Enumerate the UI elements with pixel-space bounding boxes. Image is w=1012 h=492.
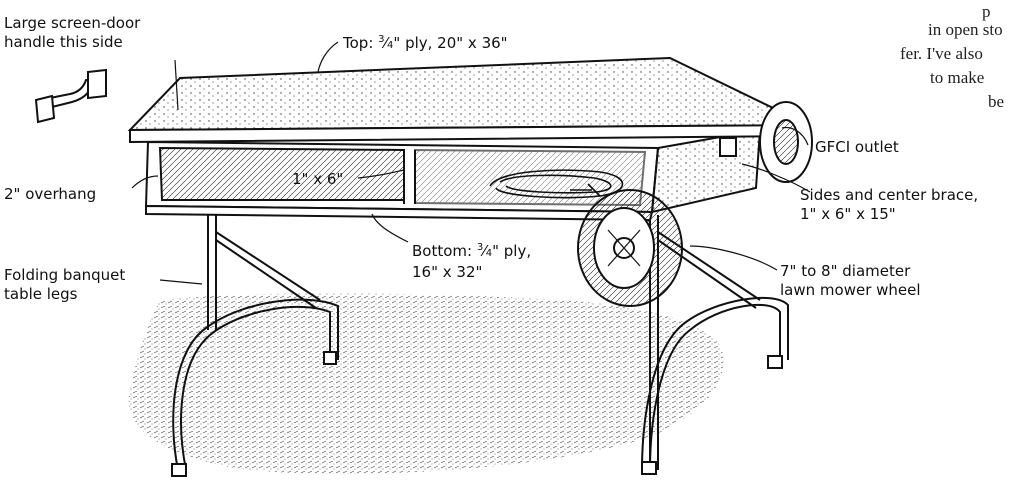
wheel-label-line1: 7" to 8" diameter bbox=[780, 262, 911, 280]
screen-door-handle-icon bbox=[34, 68, 107, 124]
floor-shading bbox=[128, 293, 724, 474]
handle-label-line2: handle this side bbox=[4, 33, 123, 51]
legs-label-line2: table legs bbox=[4, 285, 78, 303]
overhang-label: 2" overhang bbox=[4, 185, 97, 203]
top-frac-num: 3 bbox=[378, 34, 385, 45]
bottom-label-prefix: Bottom: bbox=[412, 242, 477, 260]
bottom-frac-num: 3 bbox=[476, 242, 484, 253]
bottom-label: Bottom: 3⁄4" ply, 16" x 32" bbox=[412, 238, 531, 282]
body-text-fragment-5: be bbox=[988, 92, 1005, 111]
bottom-label-line2: 16" x 32" bbox=[412, 263, 483, 281]
top-frac-den: 4 bbox=[387, 40, 394, 51]
bottom-label-suffix: " ply, bbox=[492, 242, 532, 260]
rear-wheel bbox=[759, 101, 813, 183]
body-text-fragment-1: p bbox=[982, 2, 991, 21]
storage-box bbox=[144, 128, 762, 222]
body-text-fragment-3: fer. I've also bbox=[900, 44, 983, 63]
handle-label: Large screen-door handle this side bbox=[4, 14, 140, 52]
leader-lines bbox=[131, 41, 811, 285]
sides-label-line2: 1" x 6" x 15" bbox=[800, 205, 896, 223]
wheel-label-line2: lawn mower wheel bbox=[780, 281, 921, 299]
legs-label: Folding banquet table legs bbox=[4, 266, 125, 304]
lawn-mower-wheel bbox=[577, 189, 683, 307]
body-text-fragment-4: to make bbox=[930, 68, 985, 87]
bottom-frac-den: 4 bbox=[485, 248, 493, 259]
sides-label-line1: Sides and center brace, bbox=[800, 186, 979, 204]
top-label-suffix: " ply, 20" x 36" bbox=[393, 34, 508, 52]
handle-label-line1: Large screen-door bbox=[4, 14, 141, 32]
legs-label-line1: Folding banquet bbox=[4, 266, 126, 284]
center-brace-label: 1" x 6" bbox=[292, 170, 344, 188]
body-text-fragment-2: in open sto bbox=[928, 20, 1003, 39]
bottom-label-line1: Bottom: 3⁄4" ply, bbox=[412, 242, 532, 260]
sides-label: Sides and center brace, 1" x 6" x 15" bbox=[800, 186, 978, 224]
extension-cord bbox=[489, 169, 624, 199]
top-label-prefix: Top: bbox=[343, 34, 379, 52]
gfci-outlet-label: GFCI outlet bbox=[815, 138, 899, 156]
top-label: Top: 3⁄4" ply, 20" x 36" bbox=[343, 34, 508, 52]
wheel-label: 7" to 8" diameter lawn mower wheel bbox=[780, 262, 921, 300]
table-top bbox=[127, 56, 809, 144]
